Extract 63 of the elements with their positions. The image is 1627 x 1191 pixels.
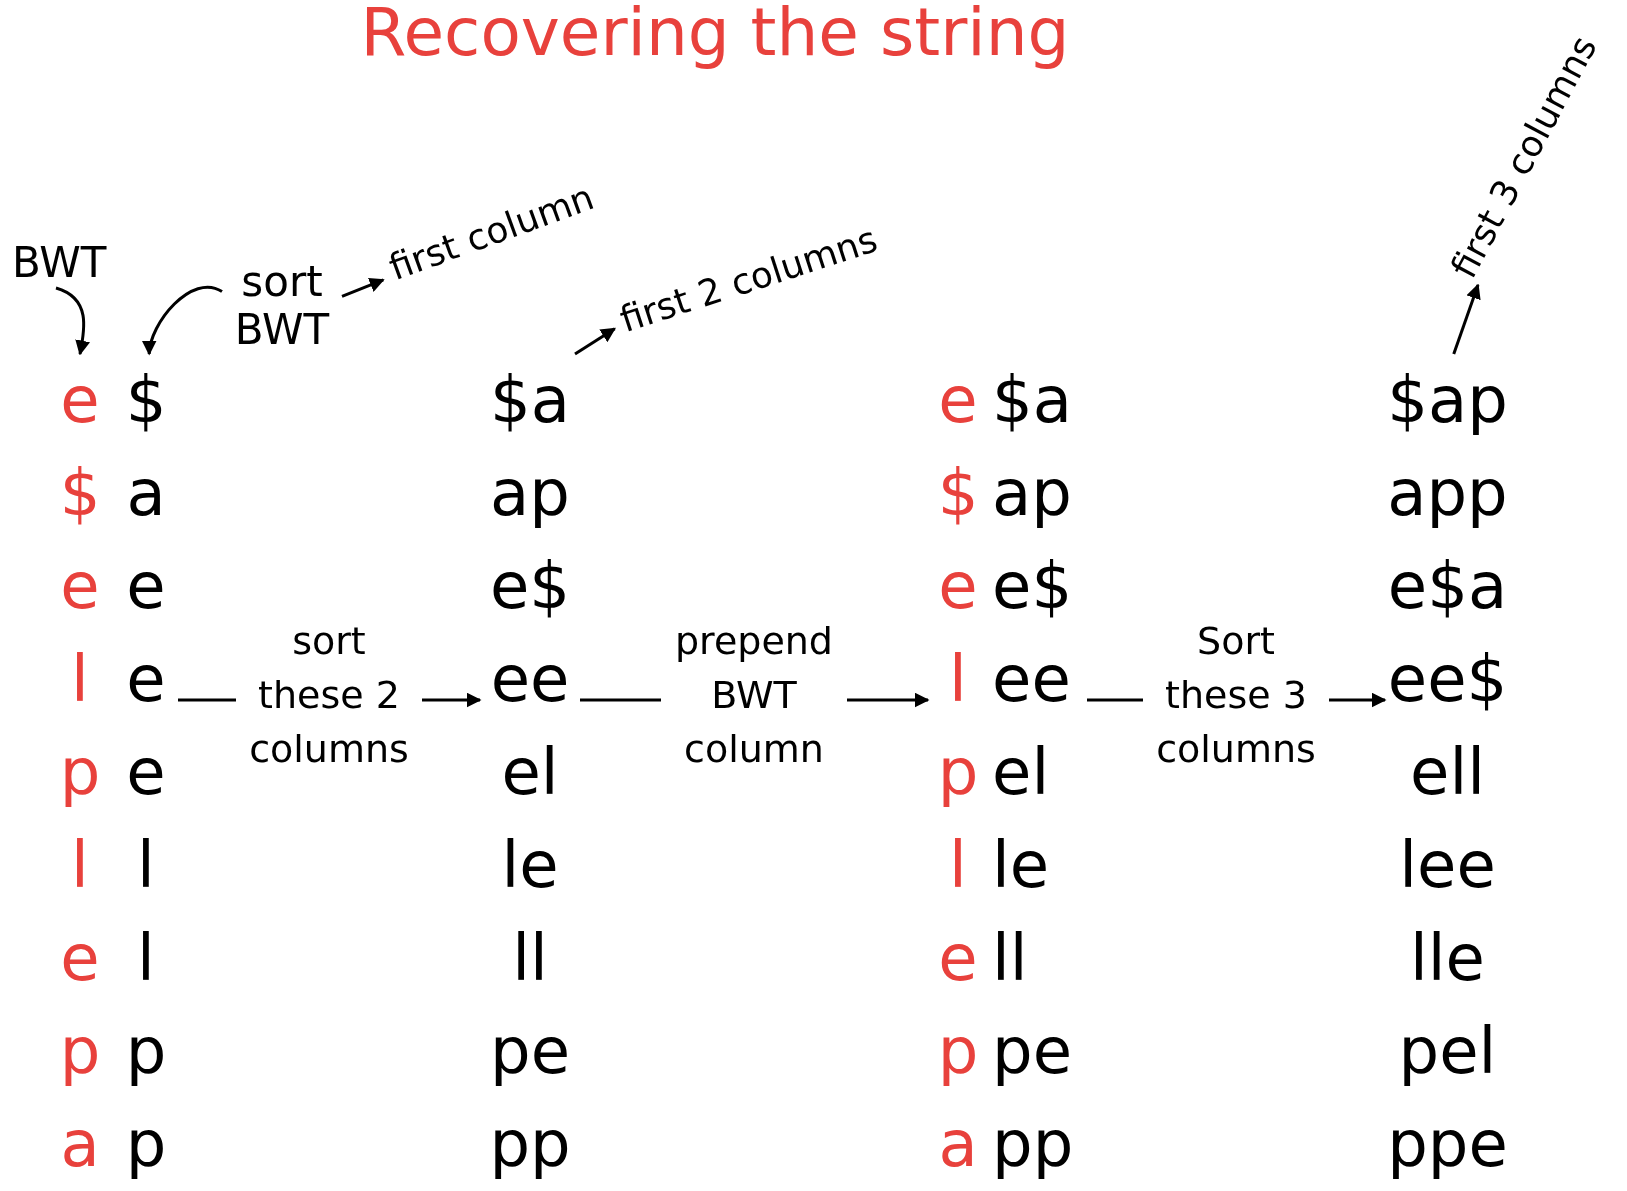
bwt-character: p — [58, 1013, 102, 1090]
pair-row-text: pp — [992, 1106, 1075, 1183]
sorted-pair: e$ — [488, 548, 572, 625]
pair-row-text: pe — [992, 1013, 1073, 1090]
sorted-triple: $ap — [1386, 362, 1509, 439]
sorted-pair: ee — [489, 641, 571, 718]
sorted-triple: pel — [1397, 1013, 1498, 1090]
sorted-character: e — [125, 734, 167, 811]
bwt-character: e — [937, 362, 979, 439]
pair-row-text: le — [992, 827, 1051, 904]
sorted-character: p — [124, 1013, 168, 1090]
sorted-character: p — [124, 1106, 168, 1183]
sorted-pair: ll — [511, 920, 549, 997]
sorted-triple: ell — [1409, 734, 1486, 811]
bwt-character: $ — [936, 455, 980, 532]
sorted-character: $ — [124, 362, 168, 439]
arrow — [143, 285, 223, 356]
bwt-character: e — [59, 548, 101, 625]
bwt-character: e — [937, 920, 979, 997]
sorted-triple: ppe — [1386, 1106, 1509, 1183]
pair-row-text: el — [992, 734, 1051, 811]
bwt-character: e — [59, 920, 101, 997]
pair-row-text: $a — [992, 362, 1073, 439]
bwt-label: BWT — [12, 238, 122, 288]
sorted-triple: e$a — [1386, 548, 1509, 625]
pair-row-text: e$ — [992, 548, 1074, 625]
pair-row-text: ee — [992, 641, 1072, 718]
bwt-character: l — [948, 641, 968, 718]
sorted-pair: el — [500, 734, 560, 811]
bwt-character: p — [58, 734, 102, 811]
pair-row-text: ap — [992, 455, 1073, 532]
sorted-triple: app — [1386, 455, 1509, 532]
arrow — [574, 327, 616, 356]
bwt-character: p — [936, 1013, 980, 1090]
bwt-character: p — [936, 734, 980, 811]
sorted-character: e — [125, 641, 167, 718]
annotation-text: first column — [383, 175, 600, 289]
arrow — [341, 277, 385, 298]
slide-title: Recovering the string — [359, 0, 1071, 71]
sorted-triple: ee$ — [1386, 641, 1509, 718]
bwt-character: a — [937, 1106, 979, 1183]
sorted-pair: pp — [488, 1106, 572, 1183]
sorted-character: l — [136, 920, 156, 997]
sorted-pair: ap — [489, 455, 571, 532]
sorted-triple: lee — [1398, 827, 1497, 904]
sorted-character: l — [136, 827, 156, 904]
bwt-character: l — [70, 641, 90, 718]
bwt-character: $ — [58, 455, 102, 532]
sorted-triple: lle — [1409, 920, 1486, 997]
sorted-pair: le — [500, 827, 560, 904]
sorted-character: a — [125, 455, 167, 532]
bwt-character: l — [70, 827, 90, 904]
bwt-character: e — [937, 548, 979, 625]
sorted-character: e — [125, 548, 167, 625]
bwt-character: l — [948, 827, 968, 904]
bwt-character: a — [59, 1106, 101, 1183]
bwt-character: e — [59, 362, 101, 439]
sorted-pair: pe — [489, 1013, 571, 1090]
sorted-pair: $a — [489, 362, 571, 439]
pair-row-text: ll — [992, 920, 1029, 997]
step-note: sort BWT — [222, 258, 342, 354]
arrow — [55, 286, 90, 356]
arrow — [1452, 283, 1481, 355]
